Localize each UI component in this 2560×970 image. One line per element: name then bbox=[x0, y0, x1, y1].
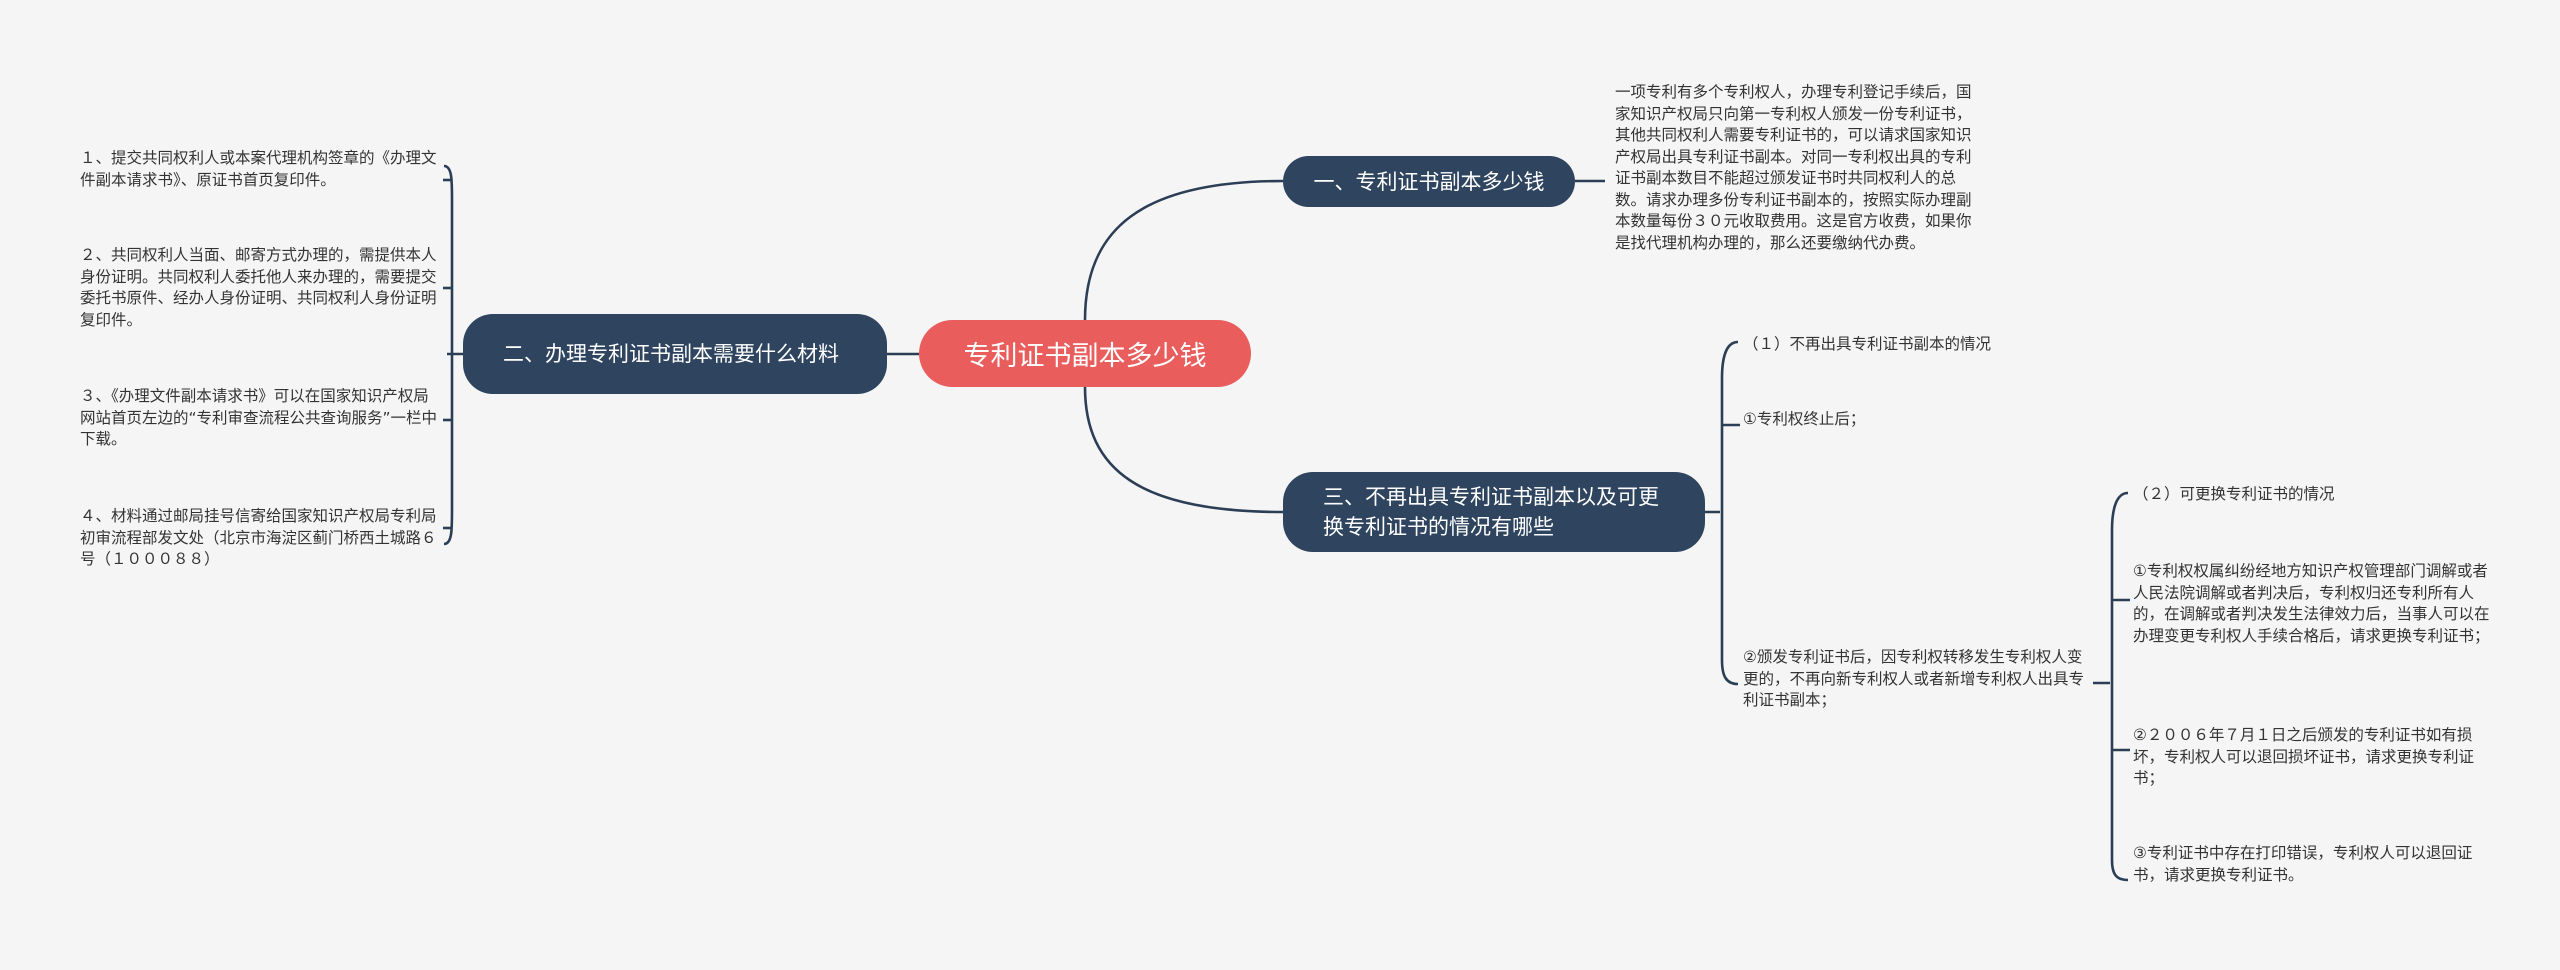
branch-1-detail: 一项专利有多个专利权人，办理专利登记手续后，国家知识产权局只向第一专利权人颁发一… bbox=[1615, 83, 1972, 252]
branch-2-item-3: ３、《办理文件副本请求书》可以在国家知识产权局网站首页左边的“专利审查流程公共查… bbox=[80, 387, 438, 448]
branch-topic-2[interactable]: 二、办理专利证书副本需要什么材料 bbox=[463, 314, 887, 394]
branch-topic-3[interactable]: 三、不再出具专利证书副本以及可更换专利证书的情况有哪些 bbox=[1283, 472, 1705, 552]
branch-3-sub-item-4: ③专利证书中存在打印错误，专利权人可以退回证书，请求更换专利证书。 bbox=[2133, 844, 2473, 884]
branch-topic-1-label: 一、专利证书副本多少钱 bbox=[1313, 169, 1545, 194]
root-topic-label: 专利证书副本多少钱 bbox=[963, 341, 1207, 372]
connector-root-branch1 bbox=[1083, 179, 1284, 321]
branch-3-sub-item-1: （２）可更换专利证书的情况 bbox=[2133, 485, 2335, 503]
branch-3-item-1: （１）不再出具专利证书副本的情况 bbox=[1743, 335, 1992, 353]
branch-topic-2-label: 二、办理专利证书副本需要什么材料 bbox=[503, 342, 839, 366]
branch-2-item-1: １、提交共同权利人或本案代理机构签章的《办理文件副本请求书》、原证书首页复印件。 bbox=[80, 149, 437, 189]
branch-2-item-4: ４、材料通过邮局挂号信寄给国家知识产权局专利局初审流程部发文处（北京市海淀区蓟门… bbox=[80, 507, 437, 568]
branch-3-item-3: ②颁发专利证书后，因专利权转移发生专利权人变更的，不再向新专利权人或者新增专利权… bbox=[1743, 648, 2085, 709]
branch-3-item-2: ①专利权终止后； bbox=[1743, 410, 1866, 428]
bracket-branch3-sub bbox=[2093, 491, 2129, 882]
bracket-branch2 bbox=[443, 164, 463, 546]
bracket-branch3 bbox=[1705, 340, 1739, 686]
branch-3-sub-item-2: ①专利权权属纠纷经地方知识产权管理部门调解或者人民法院调解或者判决后，专利权归还… bbox=[2133, 562, 2490, 645]
branch-topic-1[interactable]: 一、专利证书副本多少钱 bbox=[1283, 156, 1575, 207]
branch-topic-3-label: 三、不再出具专利证书副本以及可更换专利证书的情况有哪些 bbox=[1323, 485, 1659, 539]
branch-3-sub-item-3: ②２００６年７月１日之后颁发的专利证书如有损坏，专利权人可以退回损坏证书，请求更… bbox=[2133, 726, 2475, 787]
connector-root-branch3 bbox=[1083, 386, 1284, 514]
branch-2-item-2: ２、共同权利人当面、邮寄方式办理的，需提供本人身份证明。共同权利人委托他人来办理… bbox=[80, 246, 437, 329]
root-topic[interactable]: 专利证书副本多少钱 bbox=[919, 320, 1251, 387]
